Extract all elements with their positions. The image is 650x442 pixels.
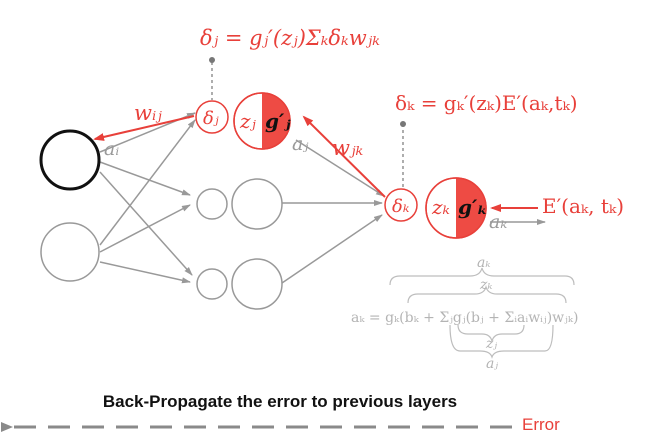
a-i-label: aᵢ (104, 138, 119, 160)
delta-k-formula: δₖ = gₖ′(zₖ)E′(aₖ,tₖ) (395, 91, 578, 115)
delta-j-formula: δⱼ = gⱼ′(zⱼ)Σₖδₖwⱼₖ (200, 26, 380, 50)
z-k-label: zₖ (431, 195, 450, 219)
hidden-delta-node-2 (196, 188, 228, 220)
brace-bottom-outer-label: aⱼ (486, 356, 498, 372)
backprop-arrows (93, 115, 538, 212)
z-j-label: zⱼ (239, 109, 257, 133)
caption: Back-Propagate the error to previous lay… (102, 392, 458, 411)
brace-top-inner-label: zₖ (479, 277, 492, 293)
hidden-delta-node-3 (196, 268, 228, 300)
a-k-label: aₖ (489, 211, 507, 233)
formula-guides (211, 62, 404, 188)
brace-top-outer-label: aₖ (477, 255, 490, 271)
error-label: Error (522, 415, 560, 434)
input-node-1 (39, 129, 101, 191)
hidden-unit-j-activation-half (262, 93, 290, 149)
error-derivative-input: E′(aₖ, tₖ) (542, 194, 624, 218)
input-node-2 (40, 222, 100, 282)
hidden-unit-3 (231, 258, 283, 310)
w-ij-label: wᵢⱼ (134, 101, 162, 125)
delta-j-node-label: δⱼ (203, 108, 219, 129)
output-unit-k-activation-half (456, 178, 486, 238)
brace-bottom-inner-label: zⱼ (485, 336, 497, 352)
output-delta-node-k (384, 188, 418, 222)
hidden-delta-node-j (195, 100, 229, 134)
w-jk-label: wⱼₖ (332, 136, 364, 160)
expansion-braces (389, 267, 575, 359)
hidden-output-connections (281, 139, 546, 284)
a-j-label: aⱼ (292, 133, 308, 155)
delta-k-node-label: δₖ (392, 196, 410, 217)
g-prime-j-label: g′ⱼ (265, 109, 291, 133)
hidden-unit-2 (231, 178, 283, 230)
g-prime-k-label: g′ₖ (458, 195, 488, 219)
input-hidden-connections (99, 112, 196, 284)
forward-expansion-formula: aₖ = gₖ(bₖ + Σⱼgⱼ(bⱼ + Σᵢaᵢwᵢⱼ)wⱼₖ) (351, 310, 578, 326)
